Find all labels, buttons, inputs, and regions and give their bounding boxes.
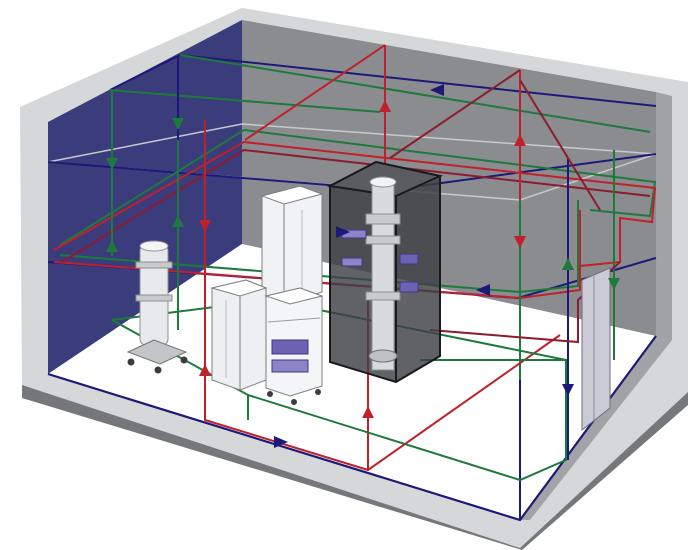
arrow-down-icon bbox=[172, 118, 184, 130]
arrow-down-icon bbox=[562, 384, 574, 396]
ceiling-loop-darkred bbox=[61, 148, 651, 263]
arrow-up-icon bbox=[514, 134, 526, 146]
arrow-up-icon bbox=[106, 240, 118, 252]
arrow-left-icon bbox=[430, 84, 444, 96]
arrow-up-icon bbox=[379, 100, 391, 112]
glass-enclosure bbox=[326, 160, 444, 384]
rack-cart bbox=[264, 287, 324, 405]
left-wall bbox=[48, 20, 242, 374]
arrow-up-icon bbox=[362, 406, 374, 418]
arrow-up-icon bbox=[562, 258, 574, 270]
arrow-down-icon bbox=[514, 236, 526, 248]
arrow-down-icon bbox=[106, 158, 118, 170]
door-panel bbox=[581, 267, 611, 432]
arrow-down-icon bbox=[608, 278, 620, 290]
floor-loop-blue bbox=[47, 335, 657, 522]
ceiling-cross-lines bbox=[244, 44, 601, 211]
cabinet-back bbox=[260, 185, 324, 305]
arrow-right-icon bbox=[274, 436, 288, 448]
arrow-right-icon bbox=[336, 226, 350, 238]
arrow-down-icon bbox=[199, 220, 211, 232]
arrow-up-icon bbox=[199, 364, 211, 376]
direction-arrows bbox=[106, 84, 620, 448]
right-wall bbox=[520, 92, 672, 520]
cabinet-front bbox=[210, 279, 268, 391]
arrow-up-icon bbox=[172, 215, 184, 227]
arrow-left-icon bbox=[476, 284, 490, 296]
vessel-cart bbox=[126, 240, 188, 374]
floor bbox=[48, 244, 656, 520]
